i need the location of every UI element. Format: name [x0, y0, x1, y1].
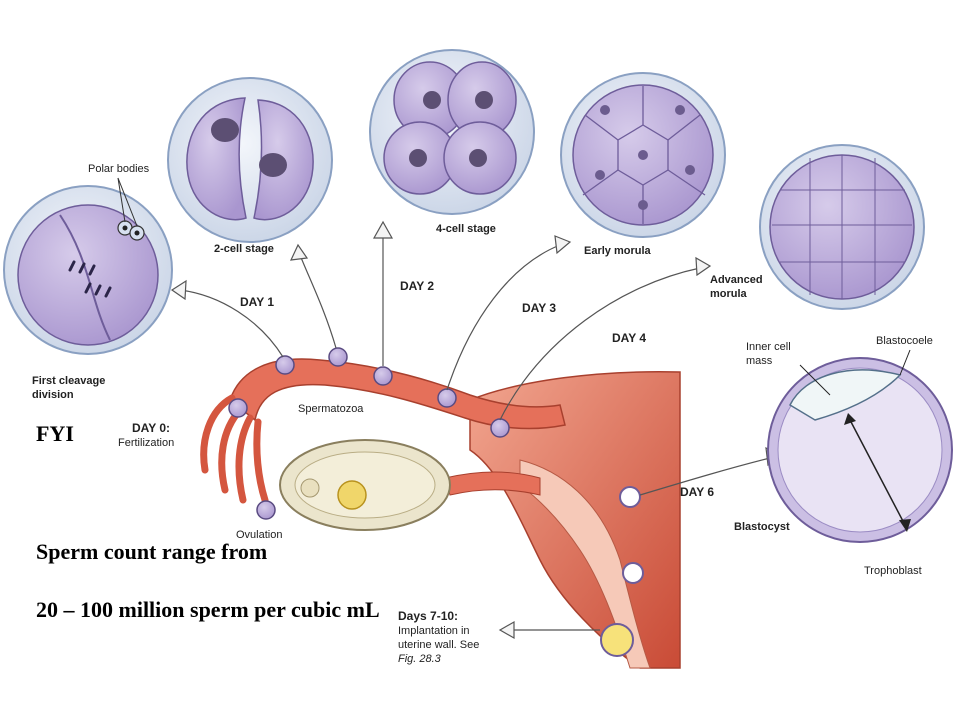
- blastocoele-pointer: [899, 349, 911, 376]
- advanced-morula: [759, 144, 925, 310]
- label-ovulation: Ovulation: [236, 529, 282, 541]
- four-cell-stage: [369, 49, 535, 215]
- trophoblast-pointer: [849, 419, 906, 526]
- uterine-tube: [229, 358, 566, 430]
- label-blastocyst: Blastocyst: [734, 521, 790, 533]
- label-blastocoele: Blastocoele: [876, 335, 933, 347]
- implanted-blastocyst: [600, 623, 634, 657]
- zygote-day0: [228, 398, 248, 418]
- zygote-day6: [619, 486, 641, 508]
- zygote-day1a: [275, 355, 295, 375]
- arrowhead-2cell: [289, 243, 309, 261]
- arrow-early-morula: [446, 244, 561, 391]
- sperm-count-line2: 20 – 100 million sperm per cubic mL: [36, 597, 380, 622]
- label-spermatozoa: Spermatozoa: [298, 403, 364, 415]
- ovulated-oocyte: [256, 500, 276, 520]
- tube-zygotes: [228, 347, 644, 657]
- uterine-cavity: [519, 459, 651, 669]
- label-polar-bodies: Polar bodies: [88, 163, 150, 175]
- two-cell-stage: [167, 77, 333, 243]
- polar-pointer-2: [117, 177, 138, 227]
- arrow-first-cleavage: [179, 289, 284, 358]
- zygote-day3: [437, 388, 457, 408]
- label-implantation-1: Implantation in: [398, 625, 470, 637]
- lower-tube: [444, 471, 541, 496]
- arrow-blastocyst: [639, 457, 771, 496]
- chromosomes: [68, 260, 112, 298]
- nucleus-left: [211, 118, 239, 142]
- zygote-uterus: [622, 562, 644, 584]
- uterus-illustration: [200, 358, 681, 669]
- label-day1: DAY 1: [240, 295, 274, 309]
- arrow-advanced-morula: [499, 267, 701, 421]
- zygote-day1b: [328, 347, 348, 367]
- nucleus-right: [259, 153, 287, 177]
- label-day0: DAY 0:: [132, 421, 170, 435]
- cleavage-furrow: [59, 214, 111, 341]
- label-advanced-morula-2: morula: [710, 288, 748, 300]
- label-4cell: 4-cell stage: [436, 223, 496, 235]
- zygote-day2: [373, 366, 393, 386]
- ovary-follicle: [337, 480, 367, 510]
- tube-fimbriae: [200, 394, 269, 504]
- label-day3: DAY 3: [522, 301, 556, 315]
- icm-pointer: [799, 364, 831, 396]
- label-advanced-morula: Advanced: [710, 274, 763, 286]
- label-2cell: 2-cell stage: [214, 243, 274, 255]
- label-inner-cell-mass: Inner cell: [746, 341, 791, 353]
- sperm-count-line1: Sperm count range from: [36, 539, 268, 564]
- label-early-morula: Early morula: [584, 245, 652, 257]
- ovary-corpus: [300, 478, 320, 498]
- label-day4: DAY 4: [612, 331, 646, 345]
- zygote-day4: [490, 418, 510, 438]
- morula-cells: [582, 86, 706, 224]
- label-first-cleavage-2: division: [32, 389, 74, 401]
- label-implantation-2: uterine wall. See: [398, 639, 479, 651]
- ovary-inner: [294, 451, 436, 519]
- morula-cells: [772, 155, 912, 299]
- label-implantation-3: Fig. 28.3: [398, 653, 442, 665]
- polar-pointer-1: [117, 177, 126, 223]
- label-days7-10: Days 7-10:: [398, 609, 458, 623]
- arrowhead-early-morula: [554, 235, 572, 255]
- label-day6: DAY 6: [680, 485, 714, 499]
- label-inner-cell-mass-2: mass: [746, 355, 773, 367]
- label-trophoblast: Trophoblast: [864, 565, 922, 577]
- label-day2: DAY 2: [400, 279, 434, 293]
- arrowhead-4cell: [372, 220, 394, 239]
- first-cleavage-cell: [3, 177, 173, 355]
- arrowhead-advanced-morula: [695, 256, 712, 277]
- early-morula: [560, 72, 726, 238]
- fyi-heading: FYI: [36, 421, 74, 446]
- label-first-cleavage: First cleavage: [32, 375, 105, 387]
- arrow-2cell: [299, 254, 337, 349]
- arrowhead-first-cleavage: [170, 279, 187, 301]
- blastocyst: [767, 349, 953, 543]
- arrowhead-implantation: [498, 620, 515, 640]
- label-fertilization: Fertilization: [118, 437, 174, 449]
